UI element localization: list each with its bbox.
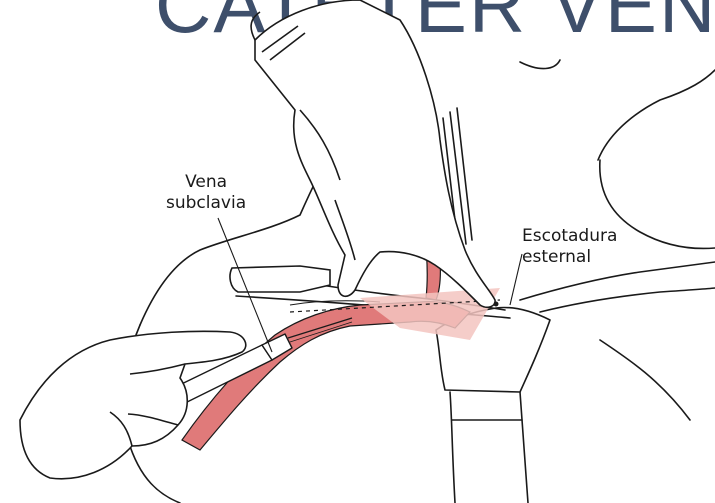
- neck-outline: [598, 70, 715, 160]
- sternal-notch-marker: [494, 302, 499, 307]
- label-escotadura-line1: Escotadura: [522, 226, 617, 247]
- label-escotadura-line2: esternal: [522, 247, 617, 268]
- label-vena-subclavia: Vena subclavia: [166, 172, 246, 214]
- finger-rod: [230, 266, 330, 292]
- clavicle-right-2: [540, 288, 715, 312]
- label-vena-line1: Vena: [166, 172, 246, 193]
- label-escotadura-esternal: Escotadura esternal: [522, 226, 617, 268]
- sternum-body-right: [520, 392, 528, 503]
- label-vena-line2: subclavia: [166, 193, 246, 214]
- sternum-body: [450, 392, 455, 503]
- chin-line: [520, 60, 560, 69]
- upper-hand: [251, 0, 495, 307]
- chest-right-outline: [600, 340, 690, 420]
- neck-fold-4: [457, 108, 472, 240]
- leader-escotadura: [510, 254, 522, 305]
